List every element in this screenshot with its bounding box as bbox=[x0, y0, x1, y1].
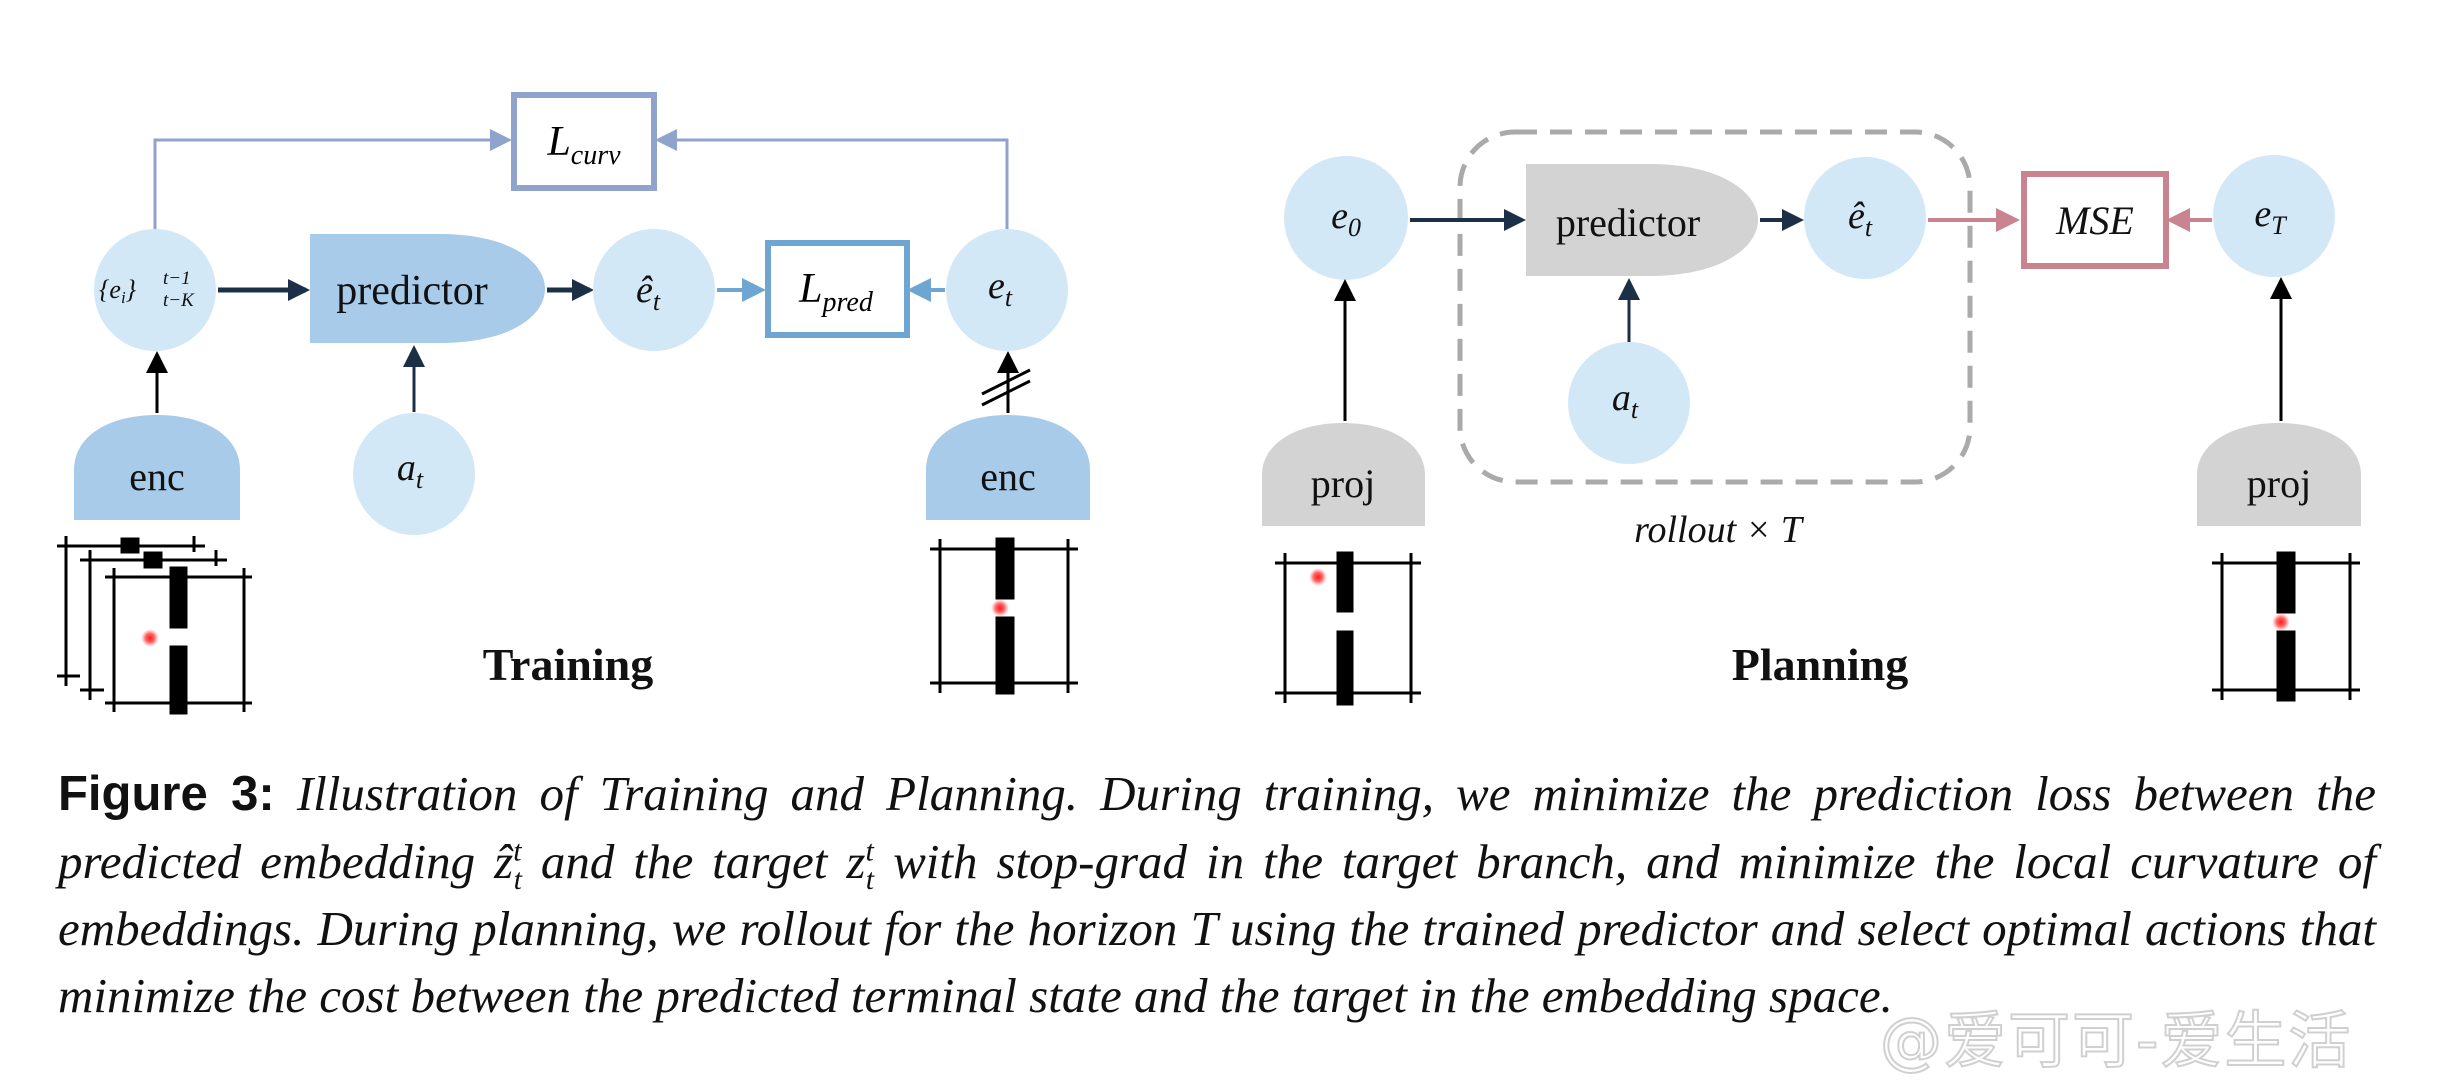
figure-caption: Figure 3: Illustration of Training and P… bbox=[58, 760, 2376, 1029]
loss-pred-box: Lpred bbox=[765, 240, 910, 338]
math-zhat-sub: t bbox=[513, 862, 522, 896]
svg-text:{ei}: {ei} bbox=[99, 275, 137, 307]
figure-diagram: Lcurv {ei} t−1 t−K predictor êt Lpred bbox=[57, 92, 2361, 715]
action-node-planning: at bbox=[1568, 342, 1690, 464]
predictor-training-label: predictor bbox=[336, 268, 488, 314]
et-base: e bbox=[988, 265, 1005, 307]
eT-sub: T bbox=[2271, 211, 2287, 240]
history-embeddings-node: {ei} t−1 t−K bbox=[94, 229, 216, 351]
planning-panel: e0 predictor êt MSE eT at bbox=[1262, 129, 2361, 706]
svg-text:eT: eT bbox=[2254, 193, 2287, 240]
at-training-sub: t bbox=[416, 465, 424, 494]
predictor-planning-label: predictor bbox=[1556, 200, 1700, 245]
svg-text:at: at bbox=[1612, 377, 1639, 424]
training-title: Training bbox=[483, 639, 653, 690]
svg-text:e0: e0 bbox=[1331, 195, 1361, 242]
loss-curv-base: L bbox=[546, 119, 570, 165]
math-z-sub: t bbox=[865, 862, 875, 896]
loss-curv-box: Lcurv bbox=[511, 92, 657, 191]
ehat-plan-sub: t bbox=[1865, 213, 1873, 242]
predicted-embedding-node: êt bbox=[593, 229, 715, 351]
agent-dot-icon bbox=[2272, 613, 2290, 631]
math-z-sup: t bbox=[865, 834, 874, 868]
projector-right-label: proj bbox=[2247, 461, 2311, 506]
curv-edge-right bbox=[655, 129, 1009, 230]
projector-left: proj bbox=[1262, 423, 1425, 526]
math-zhat-sup: t bbox=[513, 834, 522, 868]
training-panel: Lcurv {ei} t−1 t−K predictor êt Lpred bbox=[57, 92, 1090, 715]
maze-start-observation bbox=[1275, 551, 1421, 706]
action-node-training: at bbox=[353, 413, 475, 535]
predictor-planning: predictor bbox=[1526, 164, 1758, 276]
mse-loss-box: MSE bbox=[2021, 171, 2169, 269]
agent-dot-icon bbox=[991, 599, 1009, 617]
ehat-plan-base: ê bbox=[1848, 195, 1865, 237]
e0-sub: 0 bbox=[1348, 213, 1361, 242]
goal-embedding-node: eT bbox=[2213, 155, 2335, 277]
math-zhat: ẑtt bbox=[494, 834, 522, 894]
ehat-sub: t bbox=[653, 287, 661, 316]
at-plan-base: a bbox=[1612, 377, 1631, 419]
curv-edge-left bbox=[153, 129, 512, 230]
math-zhat-base: ẑ bbox=[494, 834, 514, 889]
history-node-base-sub: i bbox=[121, 288, 126, 307]
mse-label: MSE bbox=[2055, 198, 2134, 243]
at-training-base: a bbox=[397, 447, 416, 489]
projector-left-label: proj bbox=[1311, 461, 1375, 506]
maze-goal-observation bbox=[2212, 551, 2360, 702]
loss-pred-base: L bbox=[798, 266, 822, 312]
maze-observation-stack bbox=[57, 536, 252, 715]
loss-curv-sub: curv bbox=[571, 140, 621, 171]
projector-right: proj bbox=[2197, 423, 2361, 526]
caption-text-3: with stop-grad in the target branch, and… bbox=[58, 834, 2377, 956]
caption-body: Illustration of Training and Planning. D… bbox=[58, 766, 2376, 1023]
history-node-base: {e bbox=[99, 275, 121, 304]
math-horizon-T: T bbox=[1190, 901, 1217, 956]
at-plan-sub: t bbox=[1631, 395, 1639, 424]
caption-label: Figure 3: bbox=[58, 767, 275, 821]
e0-base: e bbox=[1331, 195, 1348, 237]
target-embedding-node: et bbox=[946, 229, 1068, 351]
planning-title: Planning bbox=[1732, 639, 1908, 690]
svg-text:et: et bbox=[988, 265, 1013, 312]
history-node-sup: t−1 bbox=[163, 268, 191, 289]
rollout-label: rollout × T bbox=[1634, 509, 1805, 551]
svg-text:at: at bbox=[397, 447, 424, 494]
rollout-dashed-box bbox=[1457, 129, 1973, 485]
watermark: @爱可可-爱生活 bbox=[1879, 1003, 2353, 1078]
svg-text:Lpred: Lpred bbox=[798, 266, 874, 318]
stop-gradient-icon bbox=[981, 368, 1031, 407]
math-z: ztt bbox=[846, 834, 874, 894]
eT-base: e bbox=[2254, 193, 2271, 235]
predictor-training: predictor bbox=[310, 234, 545, 343]
start-embedding-node: e0 bbox=[1284, 156, 1408, 280]
predicted-embedding-node-planning: êt bbox=[1804, 157, 1926, 279]
agent-dot-icon bbox=[1309, 568, 1327, 586]
maze-target-observation bbox=[930, 537, 1078, 695]
history-node-close: } bbox=[126, 275, 137, 304]
encoder-right: enc bbox=[926, 415, 1090, 520]
encoder-right-label: enc bbox=[980, 454, 1036, 499]
ehat-base: ê bbox=[636, 269, 653, 311]
encoder-left: enc bbox=[74, 415, 240, 520]
caption-text-1: Illustration of Training and Planning. D… bbox=[58, 766, 2376, 889]
history-node-sub: t−K bbox=[163, 290, 195, 311]
svg-text:êt: êt bbox=[1848, 195, 1873, 242]
math-z-base: z bbox=[846, 834, 866, 889]
et-sub: t bbox=[1005, 283, 1013, 312]
loss-pred-sub: pred bbox=[821, 287, 874, 318]
svg-text:Lcurv: Lcurv bbox=[546, 119, 621, 171]
caption-text-4: using the trained predictor and select o… bbox=[58, 901, 2376, 1023]
agent-dot-icon bbox=[141, 629, 159, 647]
caption-text-2: and the target bbox=[521, 834, 847, 889]
encoder-left-label: enc bbox=[129, 454, 185, 499]
svg-text:êt: êt bbox=[636, 269, 661, 316]
